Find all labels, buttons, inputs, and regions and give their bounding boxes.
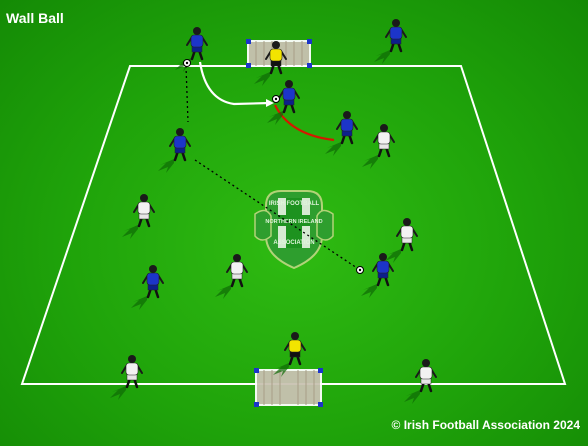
pass-arrow-line: [198, 61, 271, 106]
player-run-dotted-line: [185, 65, 189, 123]
players-layer: [110, 19, 437, 404]
pitch-boundary: [20, 65, 567, 385]
player-white: [110, 355, 143, 400]
dribble-run-line: [274, 104, 335, 142]
player-blue: [325, 111, 358, 156]
football-ball: [272, 95, 280, 103]
player-keeper: [273, 332, 306, 377]
player-keeper: [254, 41, 287, 86]
player-blue: [361, 253, 394, 298]
player-blue: [374, 19, 407, 64]
bottom-goal: [254, 368, 323, 407]
crest-bottom-text: ASSOCIATION: [273, 240, 314, 246]
player-blue: [267, 80, 300, 125]
crest-top-text: IRISH FOOTBALL: [269, 201, 320, 207]
pass-arrowhead: [266, 99, 274, 107]
player-white: [215, 254, 248, 299]
crest-middle-text: NORTHERN IRELAND: [265, 219, 322, 225]
balls-layer: [183, 59, 364, 274]
football-ball: [356, 266, 364, 274]
copyright-notice: © Irish Football Association 2024: [391, 418, 580, 432]
player-white: [362, 124, 395, 169]
player-white: [385, 218, 418, 263]
drill-title: Wall Ball: [6, 10, 64, 26]
player-white: [404, 359, 437, 404]
player-blue: [158, 128, 191, 173]
player-white: [122, 194, 155, 239]
football-ball: [183, 59, 191, 67]
ifa-crest-logo: IRISH FOOTBALL NORTHERN IRELAND ASSOCIAT…: [254, 190, 334, 270]
player-blue: [131, 265, 164, 310]
